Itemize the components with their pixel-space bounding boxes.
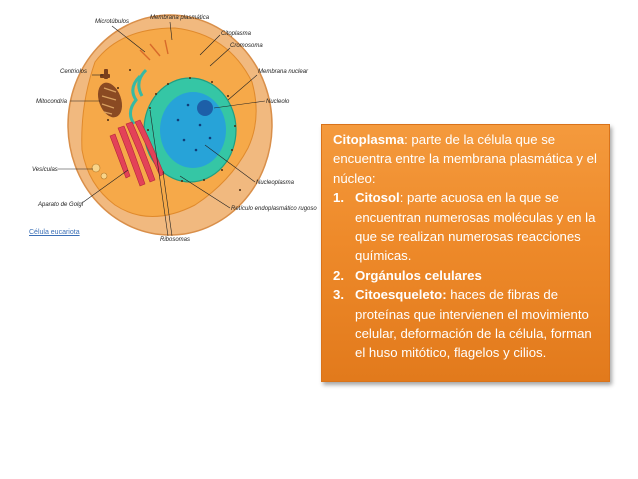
leader-ribosomas xyxy=(149,109,169,237)
vesicles-shape xyxy=(91,163,108,180)
label-cromosoma: Cromosoma xyxy=(230,43,263,49)
leader-nucleoplasma xyxy=(204,144,256,183)
label-membrana-plasmatica: Membrana plasmática xyxy=(150,15,210,21)
cell-diagram: Microtúbulos Membrana plasmática Citopla… xyxy=(32,14,317,243)
microtubules-shape xyxy=(139,39,169,61)
label-aparato-golgi: Aparato de Golgi xyxy=(37,202,84,208)
leader-cromosoma xyxy=(209,47,231,67)
term-citoplasma: Citoplasma xyxy=(333,132,405,147)
cytoplasm-parts-list: 1. Citosol: parte acuosa en la que se enc… xyxy=(333,188,601,363)
label-ribosomas: Ribosomas xyxy=(160,237,190,243)
list-item: 2. Orgánulos celulares xyxy=(333,266,601,285)
rough-er-shape xyxy=(129,68,148,125)
intro-paragraph: Citoplasma: parte de la célula que se en… xyxy=(333,130,601,188)
leader-microtubulos xyxy=(111,25,146,53)
leader-aparato-golgi xyxy=(81,169,129,204)
label-microtubulos: Microtúbulos xyxy=(95,19,129,25)
item-number: 2. xyxy=(333,267,344,283)
citoplasma-info-box: Citoplasma: parte de la célula que se en… xyxy=(321,124,610,382)
leader-membrana-plasmatica xyxy=(169,21,173,41)
label-mitocondria: Mitocondria xyxy=(36,99,68,105)
chromatin-shape xyxy=(176,103,212,152)
leader-nucleolo xyxy=(213,100,266,109)
nucleolus-shape xyxy=(197,100,213,116)
label-reticulo: Retículo endoplasmático rugoso xyxy=(231,206,317,212)
nucleoplasm-shape xyxy=(160,92,226,168)
leader-ribosomas-2 xyxy=(162,171,173,237)
leader-membrana-nuclear xyxy=(227,74,258,101)
item-text: haces de fibras de proteínas que intervi… xyxy=(355,287,592,361)
item-text: : parte acuosa en la que se encuentran n… xyxy=(355,190,596,264)
label-nucleoplasma: Nucleoplasma xyxy=(256,180,295,186)
item-term: Citoesqueleto: xyxy=(355,287,447,303)
image-caption-link[interactable]: Célula eucariota xyxy=(29,229,80,236)
leader-citoplasma xyxy=(199,34,221,56)
item-term: Citosol xyxy=(355,190,400,206)
centrioles-shape xyxy=(100,69,110,79)
item-number: 1. xyxy=(333,190,344,206)
label-nucleolo: Nucleolo xyxy=(266,99,290,105)
label-citoplasma: Citoplasma xyxy=(221,31,252,37)
list-item: 1. Citosol: parte acuosa en la que se enc… xyxy=(333,188,601,266)
item-term: Orgánulos celulares xyxy=(355,267,482,283)
list-item: 3. Citoesqueleto: haces de fibras de prot… xyxy=(333,285,601,363)
label-membrana-nuclear: Membrana nuclear xyxy=(258,69,309,75)
mitochondrion-shape xyxy=(97,82,123,118)
leader-reticulo xyxy=(179,175,231,209)
citoplasma-definition: : parte de la célula que se encuentra en… xyxy=(333,132,597,186)
label-vesiculas: Vesículas xyxy=(32,167,58,173)
label-membrana-nuclear-text: Membrana nuclear xyxy=(258,69,309,75)
item-number: 3. xyxy=(333,287,344,303)
label-centriolos: Centriolos xyxy=(60,69,87,75)
golgi-shape xyxy=(109,119,165,187)
